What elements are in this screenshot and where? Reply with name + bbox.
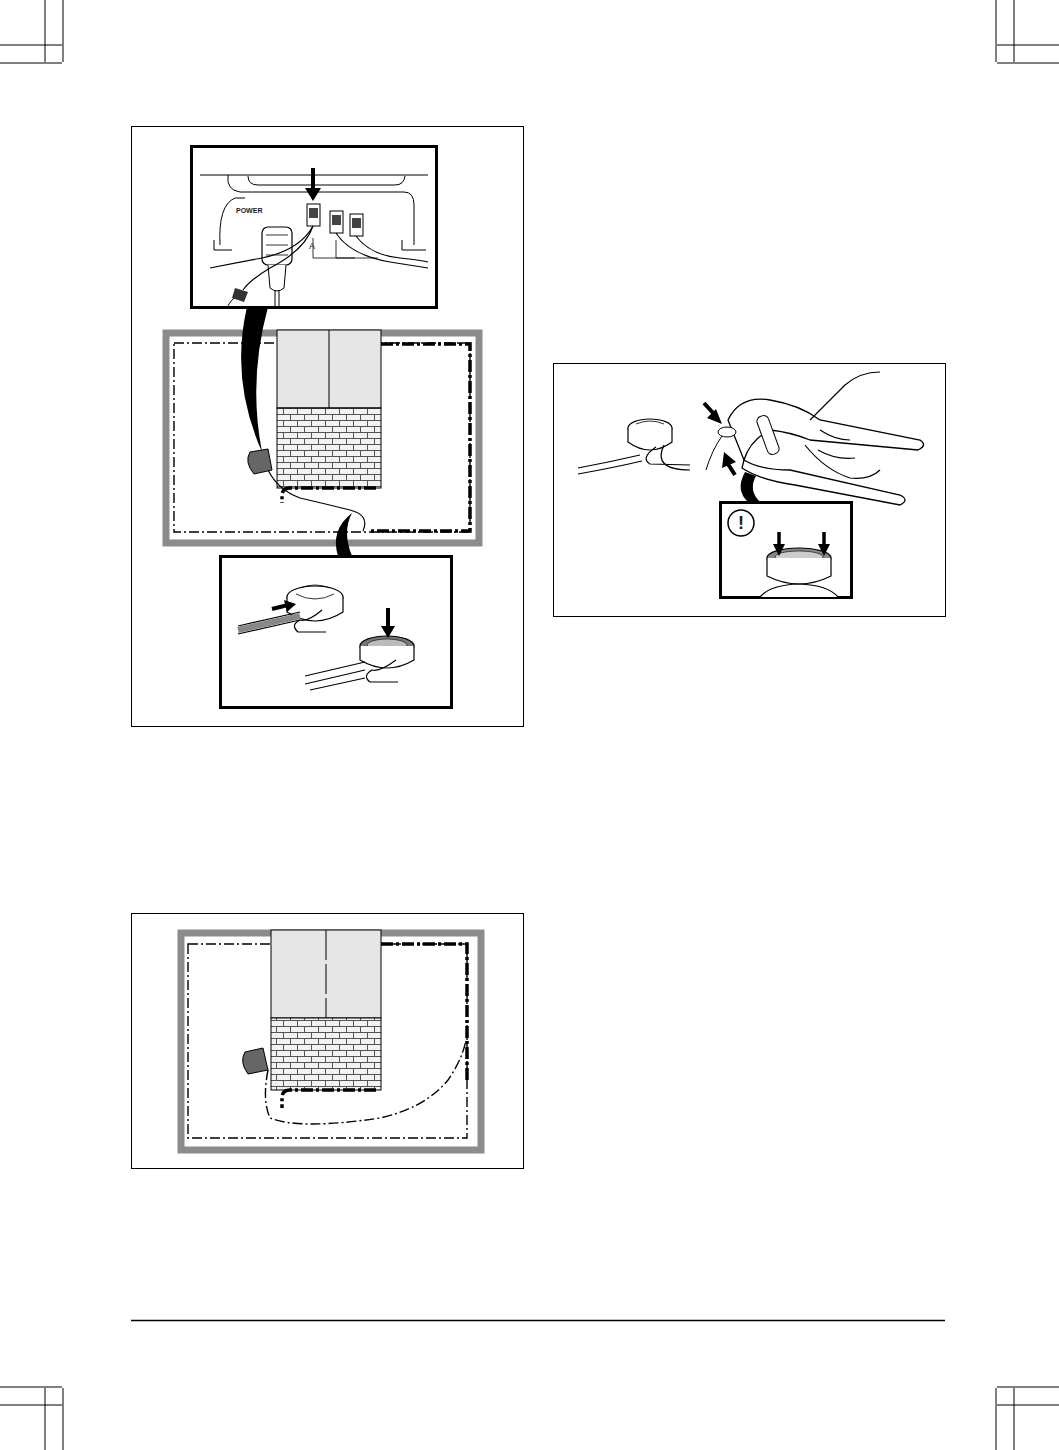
connector-inset bbox=[221, 557, 452, 708]
figure-frame bbox=[554, 364, 946, 617]
lawn-plan bbox=[181, 930, 481, 1150]
panel-marking: A bbox=[309, 242, 315, 251]
charging-station-inset bbox=[192, 147, 437, 308]
figure-frame bbox=[132, 127, 524, 727]
lawn-plan bbox=[166, 307, 479, 556]
warning-symbol: ! bbox=[728, 514, 754, 532]
panel-marking: POWER bbox=[236, 207, 262, 214]
pliers-illustration bbox=[578, 372, 924, 598]
footer-rule bbox=[131, 1320, 945, 1322]
figure-frame bbox=[132, 914, 524, 1169]
